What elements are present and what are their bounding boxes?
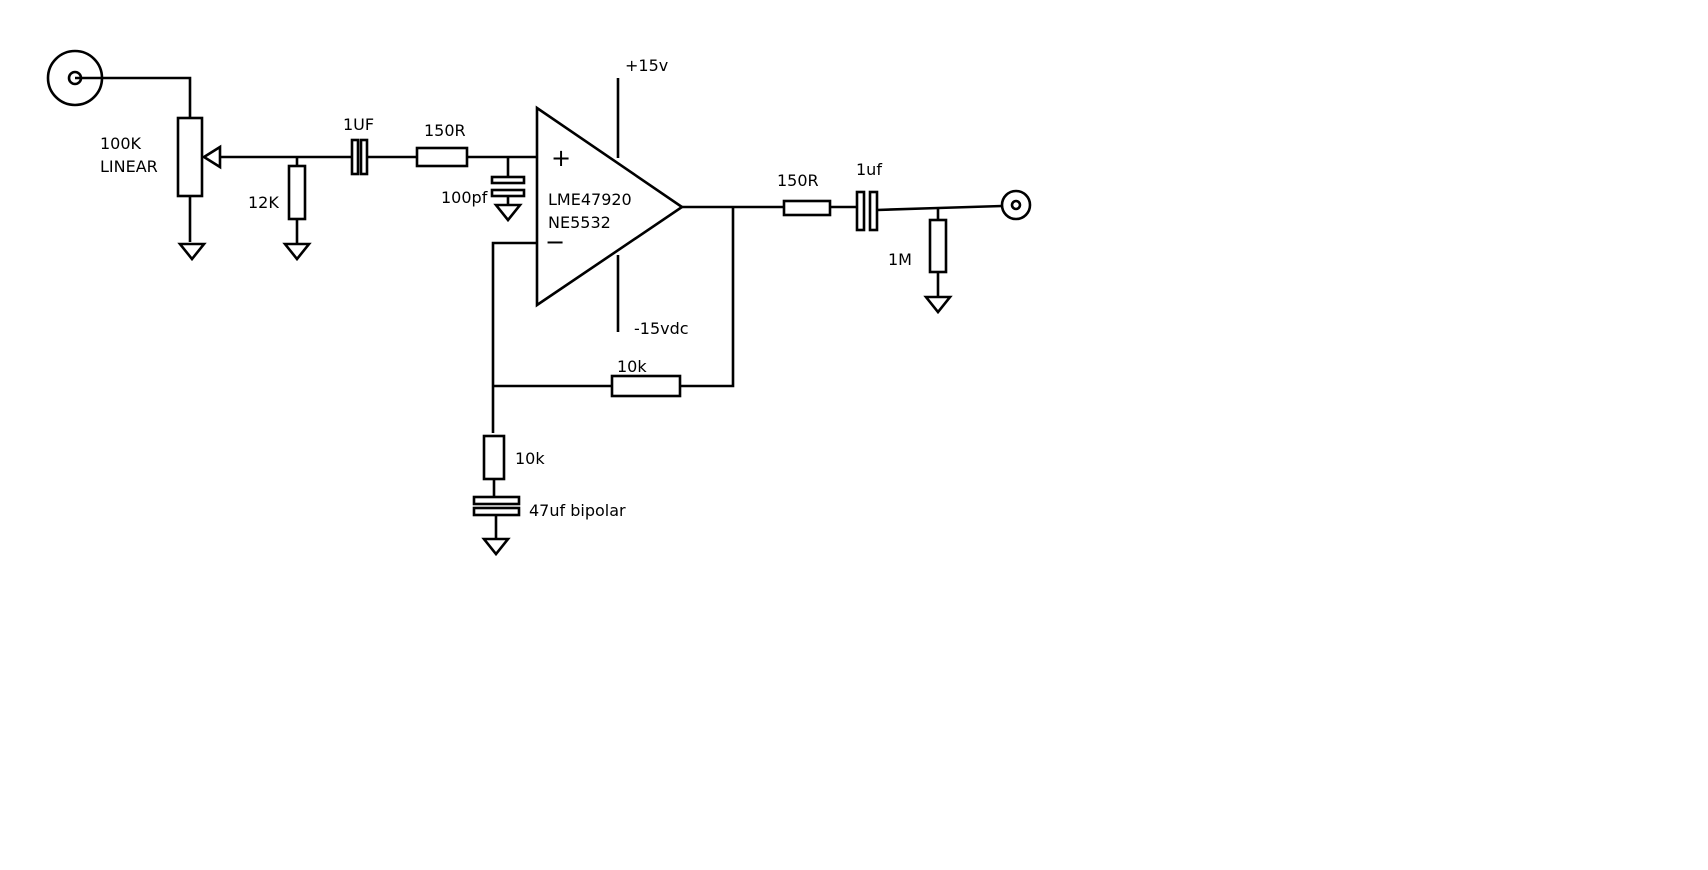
capacitor-1uf-input-plate-left [350,138,360,176]
label-pot-taper: LINEAR [100,157,158,176]
capacitor-1uf-output-plate-left [855,190,866,232]
label-10k-feedback: 10k [617,357,647,376]
potentiometer-body [176,116,204,198]
label-100pf: 100pf [441,188,488,207]
label-150r-input: 150R [424,121,466,140]
capacitor-47uf-plate-bottom [472,506,521,517]
potentiometer [176,116,222,262]
opamp-triangle [535,105,685,308]
label-47uf-bipolar: 47uf bipolar [529,501,626,520]
label-supply-negative: -15vdc [634,319,689,338]
ground-symbol-1m [923,295,953,315]
label-12k: 12K [248,193,279,212]
opamp-minus-sign: − [545,228,565,256]
resistor-1m [928,218,948,274]
potentiometer-wiper-arrow [201,144,222,170]
wire-inverting-input [491,241,537,433]
label-1uf-input: 1UF [343,115,374,134]
label-150r-output: 150R [777,171,819,190]
label-supply-positive: +15v [625,56,668,75]
wire-feedback-right [680,207,735,388]
label-opamp-part1: LME47920 [548,190,632,209]
ground-symbol-pot [177,242,207,262]
resistor-10k-gain [482,434,506,481]
output-jack-outer [1000,189,1032,221]
capacitor-1uf-output-plate-right [868,190,879,232]
label-10k-gain: 10k [515,449,545,468]
ground-symbol-100pf [493,203,523,223]
ground-symbol-12k [282,242,312,262]
resistor-10k-feedback [610,374,682,398]
wire-jack-to-pot [75,76,192,118]
ground-symbol-47uf [481,537,511,557]
label-1uf-output: 1uf [856,160,882,179]
wire-cap-to-output-jack [876,204,1003,212]
label-1m: 1M [888,250,912,269]
resistor-150r-output [782,199,832,217]
capacitor-100pf-plate-bottom [490,188,526,198]
capacitor-1uf-input-plate-right [359,138,369,176]
label-pot-value: 100K [100,134,142,153]
label-opamp-part2: NE5532 [548,213,611,232]
output-jack-inner [1010,199,1022,211]
capacitor-47uf-plate-top [472,495,521,506]
output-jack [1000,189,1032,221]
resistor-12k [287,164,307,221]
resistor-150r-input [415,146,469,168]
opamp-plus-sign: + [551,144,571,172]
capacitor-100pf-plate-top [490,175,526,185]
